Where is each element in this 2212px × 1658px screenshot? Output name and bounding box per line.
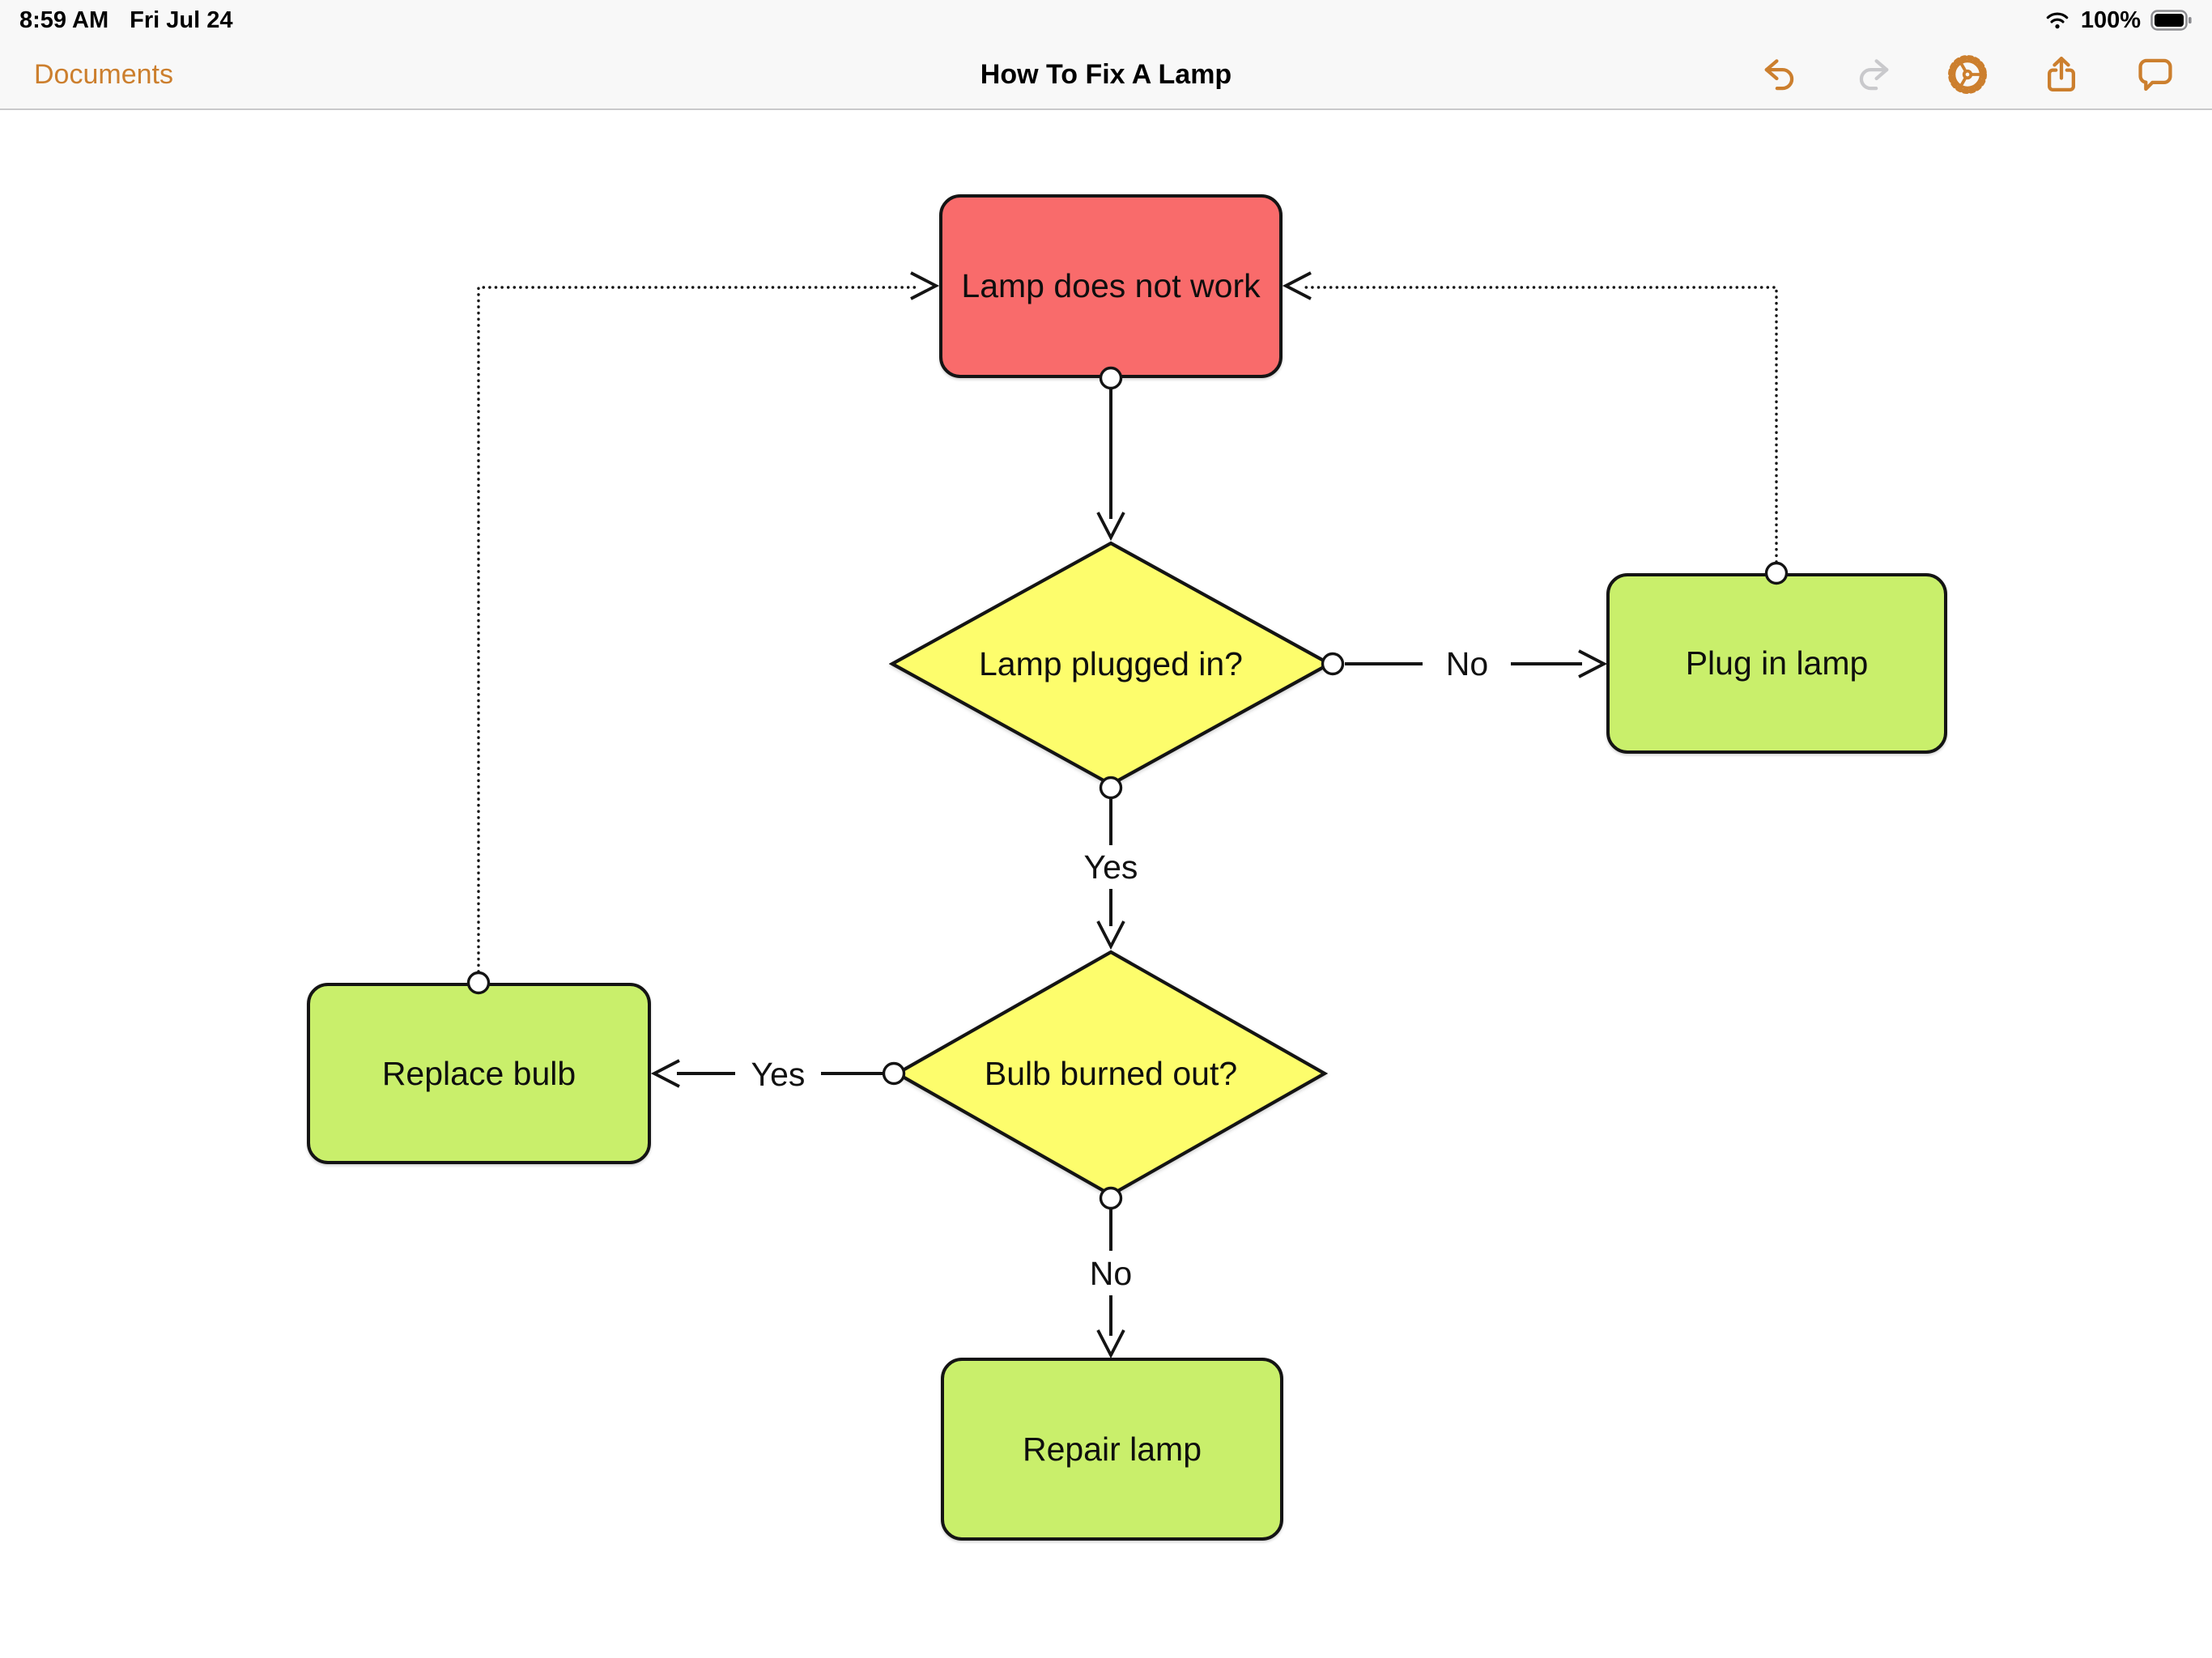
- node-label: Lamp does not work: [961, 267, 1261, 304]
- redo-icon[interactable]: [1851, 52, 1896, 97]
- node-lamp-does-not-work[interactable]: Lamp does not work: [939, 194, 1283, 378]
- settings-gear-icon[interactable]: [1945, 52, 1990, 97]
- node-plug-in-lamp[interactable]: Plug in lamp: [1606, 573, 1947, 754]
- node-bulb-burned-out[interactable]: Bulb burned out?: [894, 949, 1328, 1198]
- nav-bar: Documents How To Fix A Lamp: [0, 40, 2212, 110]
- nav-actions: [1757, 52, 2178, 97]
- battery-icon: [2150, 10, 2193, 31]
- node-label: Replace bulb: [381, 1054, 576, 1092]
- node-replace-bulb[interactable]: Replace bulb: [307, 983, 651, 1164]
- node-lamp-plugged-in[interactable]: Lamp plugged in?: [889, 540, 1333, 788]
- battery-percent: 100%: [2080, 6, 2141, 33]
- wifi-icon: [2044, 8, 2071, 32]
- document-title: How To Fix A Lamp: [980, 58, 1232, 90]
- documents-back-button[interactable]: Documents: [34, 58, 173, 90]
- comment-icon[interactable]: [2133, 52, 2178, 97]
- node-repair-lamp[interactable]: Repair lamp: [941, 1358, 1283, 1541]
- undo-icon[interactable]: [1757, 52, 1802, 97]
- node-label: Repair lamp: [1022, 1430, 1202, 1468]
- status-time: 8:59 AM: [19, 6, 109, 33]
- node-label: Lamp plugged in?: [979, 644, 1243, 682]
- status-right: 100%: [2044, 7, 2193, 34]
- share-icon[interactable]: [2039, 52, 2084, 97]
- status-left: 8:59 AM Fri Jul 24: [19, 7, 232, 34]
- status-bar: 8:59 AM Fri Jul 24 100%: [0, 0, 2212, 40]
- node-label: Plug in lamp: [1685, 644, 1869, 682]
- node-label: Bulb burned out?: [984, 1054, 1238, 1092]
- status-date: Fri Jul 24: [130, 6, 233, 33]
